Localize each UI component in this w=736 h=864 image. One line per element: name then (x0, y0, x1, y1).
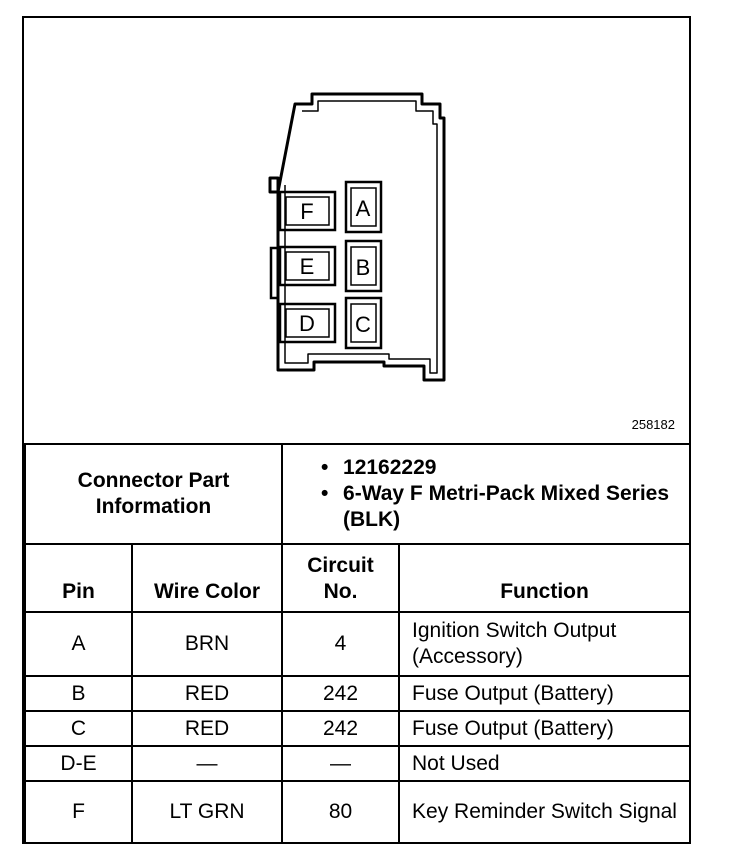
part-info-row: Connector Part Information 12162229 6-Wa… (23, 443, 692, 545)
part-info-label: Connector Part Information (23, 443, 284, 545)
figure-number: 258182 (631, 417, 675, 432)
connector-table: Connector Part Information 12162229 6-Wa… (23, 443, 692, 844)
connector-outline (268, 92, 446, 382)
wire-color-cell: RED (130, 710, 284, 747)
pin-cell: A (24, 611, 133, 677)
function-cell: Fuse Output (Battery) (398, 710, 692, 747)
cavity-d (278, 302, 337, 344)
table-row: A BRN 4 Ignition Switch Output (Accessor… (24, 611, 692, 677)
circuit-cell: — (281, 745, 401, 782)
table-row: B RED 242 Fuse Output (Battery) (24, 675, 692, 712)
connector-diagram: F A E B D C 258182 (24, 18, 689, 443)
cavity-e-label: E (300, 254, 315, 279)
function-cell: Key Reminder Switch Signal (398, 780, 692, 844)
wire-color-cell: RED (130, 675, 284, 712)
circuit-cell: 80 (281, 780, 401, 844)
pin-cell: B (24, 675, 133, 712)
wire-color-cell: LT GRN (130, 780, 284, 844)
wire-color-cell: — (130, 745, 284, 782)
circuit-cell: 4 (281, 611, 401, 677)
table-header: Pin Wire Color Circuit No. Function (24, 543, 692, 613)
cavity-c-label: C (355, 312, 371, 337)
cavity-e (278, 245, 337, 287)
cavity-a-label: A (356, 196, 371, 221)
connector-face-drawing: F A E B D C (268, 92, 446, 382)
table-row: F LT GRN 80 Key Reminder Switch Signal (24, 780, 692, 844)
header-circuit: Circuit No. (281, 543, 401, 613)
wire-color-cell: BRN (130, 611, 284, 677)
cavity-b-label: B (356, 255, 371, 280)
function-cell: Fuse Output (Battery) (398, 675, 692, 712)
function-cell: Not Used (398, 745, 692, 782)
table-row: D-E — — Not Used (24, 745, 692, 782)
connector-inner-outline (284, 100, 438, 374)
connector-latch (269, 246, 278, 300)
cavity-f-label: F (300, 199, 313, 224)
circuit-cell: 242 (281, 710, 401, 747)
pin-cell: C (24, 710, 133, 747)
function-cell: Ignition Switch Output (Accessory) (398, 611, 692, 677)
part-info-values: 12162229 6-Way F Metri-Pack Mixed Series… (281, 443, 692, 545)
part-number: 12162229 (321, 455, 683, 481)
connector-frame: F A E B D C 258182 Connector P (22, 16, 692, 844)
cavity-d-label: D (299, 311, 315, 336)
header-wire-color: Wire Color (130, 543, 284, 613)
circuit-cell: 242 (281, 675, 401, 712)
header-pin: Pin (24, 543, 133, 613)
cavity-a (344, 180, 383, 234)
table-row: C RED 242 Fuse Output (Battery) (24, 710, 692, 747)
cavity-b (344, 239, 383, 293)
pin-cell: D-E (24, 745, 133, 782)
cavity-c (344, 296, 383, 350)
header-function: Function (398, 543, 692, 613)
connector-description: 6-Way F Metri-Pack Mixed Series (BLK) (321, 481, 683, 533)
cavity-f (278, 190, 337, 232)
pin-cell: F (24, 780, 133, 844)
